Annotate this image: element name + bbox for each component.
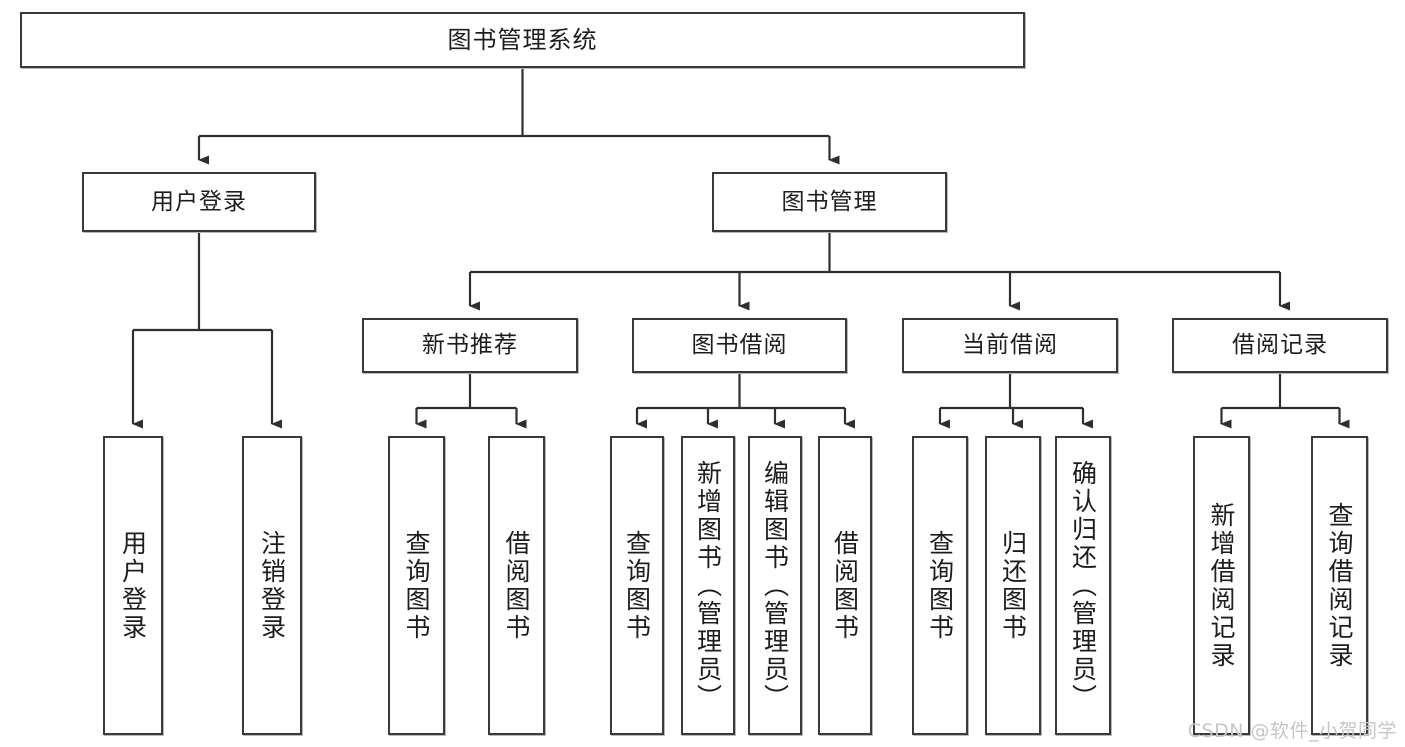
- node-label-borrow-record: 借阅记录: [1232, 332, 1328, 358]
- leaf-label-query-book-current: 查询图书: [925, 529, 955, 642]
- leaf-query-book-borrow[interactable]: 查询图书: [610, 436, 664, 735]
- leaf-label-query-borrow-record: 查询借阅记录: [1325, 501, 1354, 670]
- leaf-query-book-current[interactable]: 查询图书: [912, 436, 968, 735]
- node-user-login[interactable]: 用户登录: [82, 172, 316, 232]
- leaf-user-login[interactable]: 用户登录: [103, 436, 163, 735]
- leaf-label-return-book: 归还图书: [998, 529, 1028, 642]
- leaf-edit-book-admin[interactable]: 编辑图书（管理员）: [748, 436, 802, 735]
- leaf-label-confirm-return-admin: 确认归还（管理员）: [1068, 459, 1098, 712]
- node-current-borrow[interactable]: 当前借阅: [902, 318, 1118, 373]
- leaf-return-book[interactable]: 归还图书: [985, 436, 1041, 735]
- leaf-label-edit-book-admin: 编辑图书（管理员）: [760, 459, 790, 712]
- leaf-label-logout-login: 注销登录: [257, 529, 287, 642]
- leaf-add-borrow-record[interactable]: 新增借阅记录: [1193, 436, 1250, 735]
- leaf-label-user-login: 用户登录: [118, 529, 148, 642]
- leaf-confirm-return-admin[interactable]: 确认归还（管理员）: [1055, 436, 1111, 735]
- node-label-user-login: 用户登录: [151, 188, 247, 215]
- leaf-logout-login[interactable]: 注销登录: [242, 436, 302, 735]
- leaf-label-query-book-recommend: 查询图书: [402, 529, 431, 642]
- node-book-management[interactable]: 图书管理: [712, 172, 947, 232]
- node-label-new-book-recommend: 新书推荐: [422, 332, 518, 358]
- leaf-label-add-borrow-record: 新增借阅记录: [1207, 501, 1236, 670]
- node-label-root: 图书管理系统: [447, 26, 598, 54]
- leaf-label-query-book-borrow: 查询图书: [622, 529, 652, 642]
- node-new-book-recommend[interactable]: 新书推荐: [362, 318, 578, 373]
- node-book-management-system[interactable]: 图书管理系统: [20, 12, 1025, 68]
- leaf-borrow-book-recommend[interactable]: 借阅图书: [488, 436, 545, 735]
- leaf-add-book-admin[interactable]: 新增图书（管理员）: [681, 436, 735, 735]
- leaf-query-borrow-record[interactable]: 查询借阅记录: [1311, 436, 1368, 735]
- leaf-label-borrow-book-recommend: 借阅图书: [502, 529, 531, 642]
- node-borrow-record[interactable]: 借阅记录: [1172, 318, 1388, 373]
- node-label-current-borrow: 当前借阅: [962, 332, 1058, 358]
- csdn-watermark: CSDN @软件_小贺同学: [1187, 720, 1397, 742]
- leaf-label-add-book-admin: 新增图书（管理员）: [693, 459, 723, 712]
- node-book-borrow[interactable]: 图书借阅: [632, 318, 847, 373]
- leaf-borrow-book[interactable]: 借阅图书: [818, 436, 872, 735]
- node-label-book-borrow: 图书借阅: [691, 332, 788, 358]
- node-label-book-management: 图书管理: [781, 188, 878, 215]
- leaf-label-borrow-book: 借阅图书: [830, 529, 860, 642]
- leaf-query-book-recommend[interactable]: 查询图书: [388, 436, 445, 735]
